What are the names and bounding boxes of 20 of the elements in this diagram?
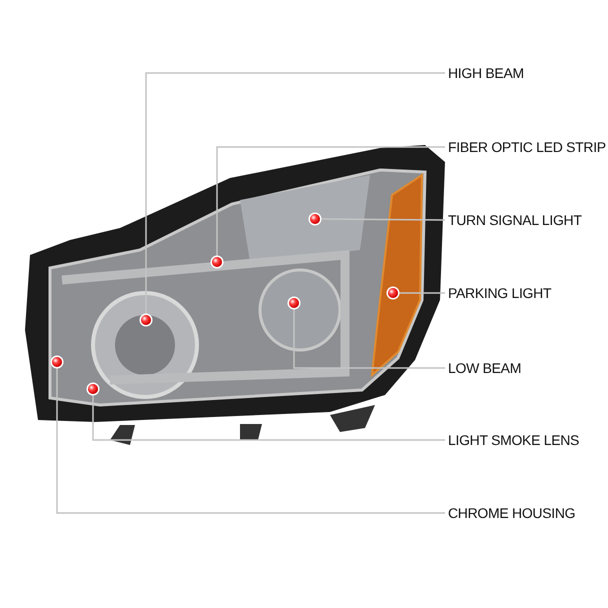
callout-label: CHROME HOUSING: [448, 504, 576, 522]
marker-dot: [88, 384, 98, 394]
marker-dot: [52, 357, 62, 367]
callout-label: FIBER OPTIC LED STRIP: [448, 138, 606, 156]
marker-dot: [388, 288, 398, 298]
leader-line: [56, 368, 445, 514]
leader-line: [145, 72, 445, 314]
callout-label: LIGHT SMOKE LENS: [448, 431, 580, 449]
callout-label: LOW BEAM: [448, 359, 522, 377]
callout-label: PARKING LIGHT: [448, 284, 552, 302]
marker-dot: [212, 257, 222, 267]
marker-dot: [141, 315, 151, 325]
leader-line: [216, 146, 445, 256]
leader-line: [92, 395, 445, 441]
leader-line: [293, 309, 445, 369]
leader-line: [321, 218, 445, 221]
marker-dot: [310, 214, 320, 224]
marker-dot: [289, 298, 299, 308]
callout-label: HIGH BEAM: [448, 64, 524, 82]
callout-label: TURN SIGNAL LIGHT: [448, 211, 582, 229]
